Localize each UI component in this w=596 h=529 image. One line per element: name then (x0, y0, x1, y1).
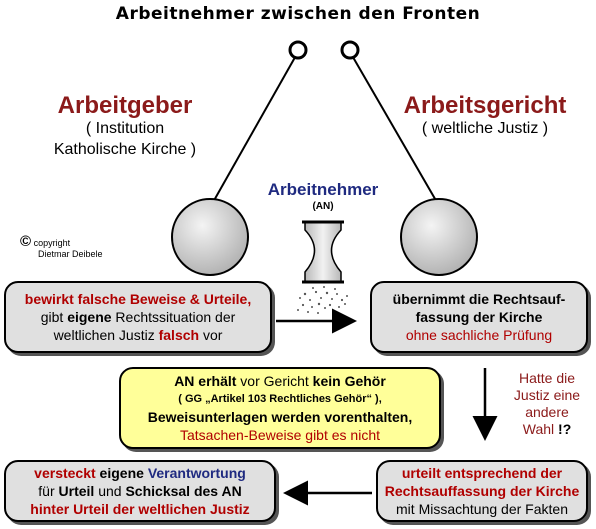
employer-actions-line3: weltlichen Justiz falsch vor (54, 326, 223, 344)
employer-subtitle-line1: ( Institution (85, 120, 165, 137)
hidden-responsibility-line3: hinter Urteil der weltlichen Justiz (30, 501, 250, 517)
employer-actions-line3-c: vor (199, 327, 223, 343)
judgment-line3: mit Missachtung der Fakten (396, 501, 568, 517)
left-hook-ring (288, 40, 308, 60)
side-question-line1: Hatte die (518, 370, 576, 386)
hidden-responsibility-line1-b: eigene (95, 465, 148, 481)
employer-subtitle-line2: Katholische Kirche ) (53, 141, 197, 158)
no-hearing-line3: Beweisunterlagen werden vorenthalten, (147, 409, 413, 425)
employee-label: Arbeitnehmer (267, 180, 379, 199)
no-hearing-line2: ( GG „Artikel 103 Rechtliches Gehör“ ), (178, 393, 382, 405)
hidden-responsibility-box: versteckt eigene Verantwortung für Urtei… (4, 460, 276, 522)
employer-subtitle: ( Institution Katholische Kirche ) (15, 118, 235, 160)
court-adoption-box: übernimmt die Rechtsauf- fassung der Kir… (370, 281, 588, 353)
no-hearing-line1-a: AN erhält (174, 373, 237, 389)
side-question: Hatte die Justiz eine andere Wahl !? (503, 370, 591, 438)
court-adoption-line1: übernimmt die Rechtsauf- (392, 291, 566, 307)
side-question-line4-a: Wahl (522, 421, 559, 437)
copyright-note: © copyright Dietmar Deibele (20, 233, 103, 260)
right-scale-string (349, 51, 439, 205)
employer-actions-box: bewirkt falsche Beweise & Urteile, gibt … (4, 281, 272, 353)
sand-particles (297, 286, 348, 314)
no-hearing-line1: AN erhält vor Gericht kein Gehör (174, 372, 386, 390)
no-hearing-box: AN erhält vor Gericht kein Gehör ( GG „A… (119, 367, 441, 449)
hourglass-icon (302, 220, 344, 284)
hidden-responsibility-line1-c: Verantwortung (147, 465, 246, 481)
judgment-line1: urteilt entsprechend der (401, 465, 563, 481)
hidden-responsibility-line2-d: Schicksal des AN (125, 483, 242, 499)
court-adoption-line3: ohne sachliche Prüfung (405, 327, 553, 343)
hidden-responsibility-line1: versteckt eigene Verantwortung (34, 464, 246, 482)
no-hearing-line1-c: kein Gehör (312, 373, 386, 389)
employer-actions-line3-a: weltlichen Justiz (53, 327, 159, 343)
employer-actions-line2-b: eigene (67, 309, 112, 325)
hidden-responsibility-line2: für Urteil und Schicksal des AN (38, 482, 241, 500)
left-scale-pan (171, 198, 249, 276)
employee-abbreviation: (AN) (312, 201, 334, 212)
page-title: Arbeitnehmer zwischen den Fronten (115, 4, 481, 24)
no-hearing-line4: Tatsachen-Beweise gibt es nicht (180, 427, 380, 443)
right-hook-ring (340, 40, 360, 60)
right-scale-pan (400, 198, 478, 276)
employer-heading: Arbeitgeber (57, 92, 193, 119)
left-scale-string (211, 51, 299, 205)
labor-court-heading: Arbeitsgericht (403, 92, 567, 119)
employer-actions-line2-c: Rechtssituation der (111, 309, 236, 325)
judgment-box: urteilt entsprechend der Rechtsauffassun… (376, 460, 588, 522)
copyright-icon: © (20, 233, 32, 250)
side-question-line3: andere (525, 404, 569, 420)
employer-actions-line2-a: gibt (40, 309, 68, 325)
employer-actions-line2: gibt eigene Rechtssituation der (41, 308, 236, 326)
side-question-line4-b: !? (558, 421, 572, 437)
court-adoption-line2: fassung der Kirche (415, 309, 543, 325)
hidden-responsibility-line2-a: für (38, 483, 59, 499)
hidden-responsibility-line1-a: versteckt (34, 465, 96, 481)
copyright-line2: Dietmar Deibele (38, 249, 103, 259)
labor-court-subtitle: ( weltliche Justiz ) (421, 120, 549, 137)
judgment-line2: Rechtsauffassung der Kirche (384, 483, 580, 499)
side-question-line2: Justiz eine (513, 387, 581, 403)
side-question-line4: Wahl !? (503, 421, 591, 438)
copyright-line1: copyright (33, 238, 71, 248)
employer-actions-line1: bewirkt falsche Beweise & Urteile, (24, 291, 252, 307)
hidden-responsibility-line2-c: und (94, 483, 126, 499)
no-hearing-line1-b: vor Gericht (236, 373, 313, 389)
hidden-responsibility-line2-b: Urteil (58, 483, 95, 499)
employer-actions-line3-b: falsch (158, 327, 200, 343)
